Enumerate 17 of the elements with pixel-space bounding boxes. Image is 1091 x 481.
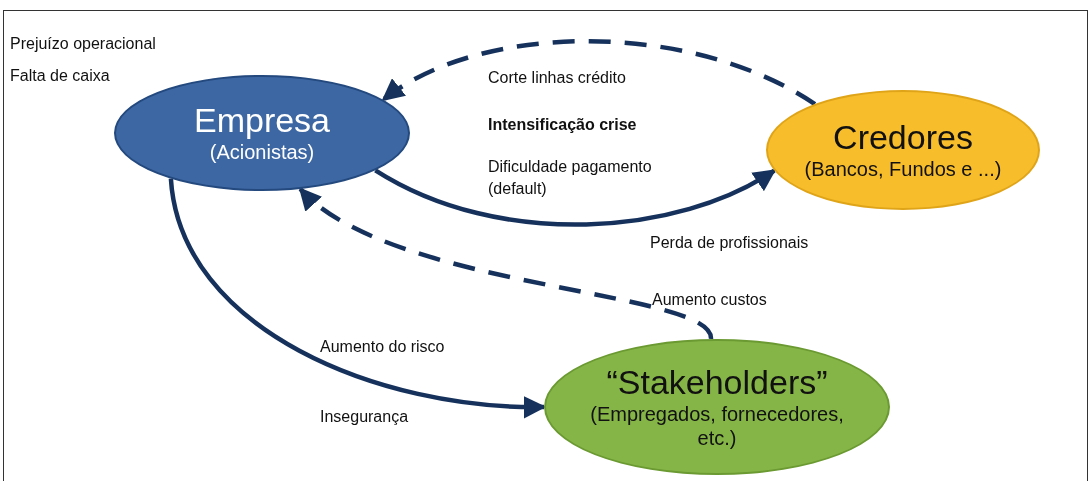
note-text: Falta de caixa xyxy=(10,66,110,86)
note-text: Insegurança xyxy=(320,407,409,427)
node-subtitle: (Acionistas) xyxy=(208,139,316,164)
arrow xyxy=(381,39,817,106)
arrow xyxy=(374,168,777,227)
note-text: Corte linhas crédito xyxy=(488,68,626,88)
note-text: Intensificação crise xyxy=(488,115,637,135)
note-text: Perda de profissionais xyxy=(650,233,809,253)
node-title: “Stakeholders” xyxy=(606,364,828,402)
node-subtitle: (Bancos, Fundos e ...) xyxy=(803,156,1003,181)
node-subtitle: (Empregados, fornecedores, etc.) xyxy=(589,401,845,450)
node-title: Empresa xyxy=(193,102,331,140)
note-text: Aumento custos xyxy=(652,290,767,310)
note-text: Aumento do risco xyxy=(320,337,445,357)
node-title: Credores xyxy=(833,119,973,157)
note-text: Dificuldade pagamento (default) xyxy=(488,157,653,199)
note-text: Prejuízo operacional xyxy=(10,34,156,54)
